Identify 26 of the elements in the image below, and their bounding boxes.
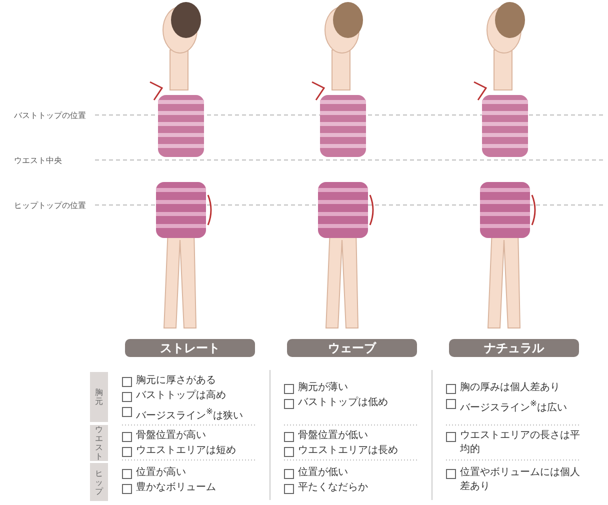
column-heading: ウェーブ [287,339,417,357]
checklist-item: 胸の厚みは個人差あり [460,381,561,395]
row-heading: ヒップ [90,463,108,501]
guide-label: ウエスト中央 [14,155,62,166]
checklist-item: 豊かなボリューム [136,481,217,495]
checklist-item: 位置が低い [298,466,349,480]
checklist-item: ウエストエリアは短め [136,444,237,458]
column-heading: ナチュラル [449,339,579,357]
row-heading: 胸元 [90,372,108,422]
checklist-item: ウエストエリアは長め [298,444,399,458]
checklist-item: バージスライン$^{※}$は狭い [136,405,244,424]
checklist-item: 骨盤位置が高い [136,429,207,443]
row-heading: ウエスト [90,425,108,461]
checklist-item: バージスライン$^{※}$は広い [460,397,568,416]
checklist-item: 胸元が薄い [298,381,349,395]
checklist-item: バストトップは低め [298,396,389,410]
guide-label: バストトップの位置 [14,110,86,121]
checklist-item: ウエストエリアの長さは平均的 [460,429,581,457]
checklist-item: 胸元に厚さがある [136,374,217,388]
guide-label: ヒップトップの位置 [14,200,86,211]
column-heading: ストレート [125,339,255,357]
checklist-item: バストトップは高め [136,389,227,403]
checklist-item: 位置が高い [136,466,187,480]
checklist-item: 骨盤位置が低い [298,429,369,443]
checklist-item: 平たくなだらか [298,481,369,495]
checklist-item: 位置やボリュームには個人差あり [460,466,581,494]
